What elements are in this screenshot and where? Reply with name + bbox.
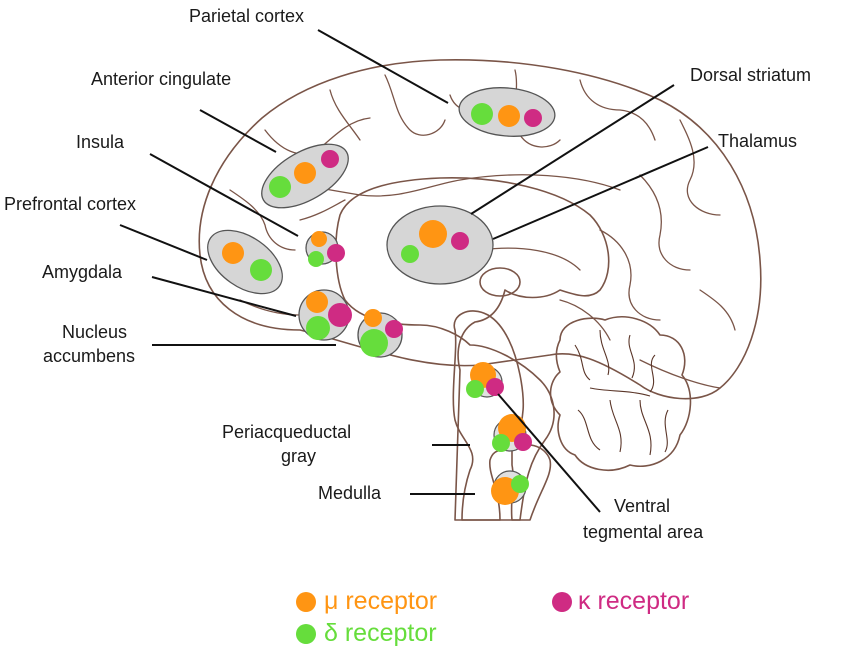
legend-mu: μ receptor — [296, 587, 437, 616]
delta-receptor-dot — [471, 103, 493, 125]
region-ventral-tegmental-area — [466, 362, 504, 398]
mu-receptor-dot — [364, 309, 382, 327]
leader-lines — [119, 29, 709, 513]
label-thalamus: Thalamus — [718, 131, 797, 151]
delta-receptor-dot — [306, 316, 330, 340]
cerebellum — [549, 316, 692, 471]
region-anterior-cingulate — [261, 143, 349, 209]
delta-receptor-dot — [511, 475, 529, 493]
legend-delta: δ receptor — [296, 619, 437, 648]
delta-receptor-dot — [360, 329, 388, 357]
brainstem — [452, 310, 525, 521]
region-insula — [305, 231, 345, 267]
label-anterior-cingulate: Anterior cingulate — [91, 69, 231, 89]
label-vta-line2: tegmental area — [583, 522, 704, 542]
mu-receptor-dot — [306, 291, 328, 313]
pineal-area — [479, 267, 521, 297]
kappa-receptor-dot — [451, 232, 469, 250]
label-periaqueductal-gray-line2: gray — [281, 446, 316, 466]
leader-thalamus — [492, 146, 709, 240]
delta-legend-dot-icon — [296, 623, 316, 644]
leader-parietal-cortex — [317, 29, 449, 104]
leader-prefrontal-cortex — [119, 224, 208, 261]
delta-receptor-dot — [250, 259, 272, 281]
mu-receptor-dot — [498, 105, 520, 127]
kappa-legend-dot-icon — [552, 591, 572, 612]
label-prefrontal-cortex: Prefrontal cortex — [4, 194, 136, 214]
label-nucleus-accumbens-line1: Nucleus — [62, 322, 127, 342]
label-nucleus-accumbens-line2: accumbens — [43, 346, 135, 366]
label-amygdala: Amygdala — [42, 262, 123, 282]
delta-receptor-dot — [401, 245, 419, 263]
label-insula: Insula — [76, 132, 125, 152]
region-prefrontal-cortex — [207, 229, 283, 295]
label-vta-line1: Ventral — [614, 496, 670, 516]
legend-mu-label: μ receptor — [324, 587, 438, 615]
legend-delta-label: δ receptor — [324, 619, 437, 647]
region-striatum-thalamus — [386, 205, 494, 285]
label-dorsal-striatum: Dorsal striatum — [690, 65, 811, 85]
label-medulla: Medulla — [318, 483, 382, 503]
mu-receptor-dot — [419, 220, 447, 248]
leader-dorsal-striatum — [470, 84, 675, 215]
kappa-receptor-dot — [328, 303, 352, 327]
region-amygdala — [298, 289, 352, 341]
cerebellum-folia — [574, 329, 669, 456]
region-periaqueductal-gray — [492, 414, 532, 452]
kappa-receptor-dot — [385, 320, 403, 338]
delta-receptor-dot — [466, 380, 484, 398]
kappa-receptor-dot — [514, 433, 532, 451]
region-nucleus-accumbens — [357, 309, 403, 358]
region-parietal-cortex — [458, 87, 556, 137]
cerebral-cortex — [198, 59, 762, 400]
leader-anterior-cingulate — [199, 109, 277, 153]
leader-amygdala — [151, 276, 297, 317]
diencephalon — [335, 177, 610, 521]
kappa-receptor-dot — [524, 109, 542, 127]
region-medulla — [491, 470, 529, 505]
kappa-receptor-dot — [486, 378, 504, 396]
label-periaqueductal-gray-line1: Periacqueductal — [222, 422, 351, 442]
mu-receptor-dot — [222, 242, 244, 264]
delta-receptor-dot — [269, 176, 291, 198]
legend-kappa-label: κ receptor — [578, 587, 690, 615]
leader-insula — [149, 153, 299, 237]
delta-receptor-dot — [492, 434, 510, 452]
leader-ventral-tegmental-area — [497, 393, 601, 513]
mu-receptor-dot — [294, 162, 316, 184]
mu-legend-dot-icon — [296, 591, 316, 612]
kappa-receptor-dot — [327, 244, 345, 262]
kappa-receptor-dot — [321, 150, 339, 168]
mu-receptor-dot — [311, 231, 327, 247]
label-parietal-cortex: Parietal cortex — [189, 6, 304, 26]
delta-receptor-dot — [308, 251, 324, 267]
legend-kappa: κ receptor — [552, 587, 689, 616]
